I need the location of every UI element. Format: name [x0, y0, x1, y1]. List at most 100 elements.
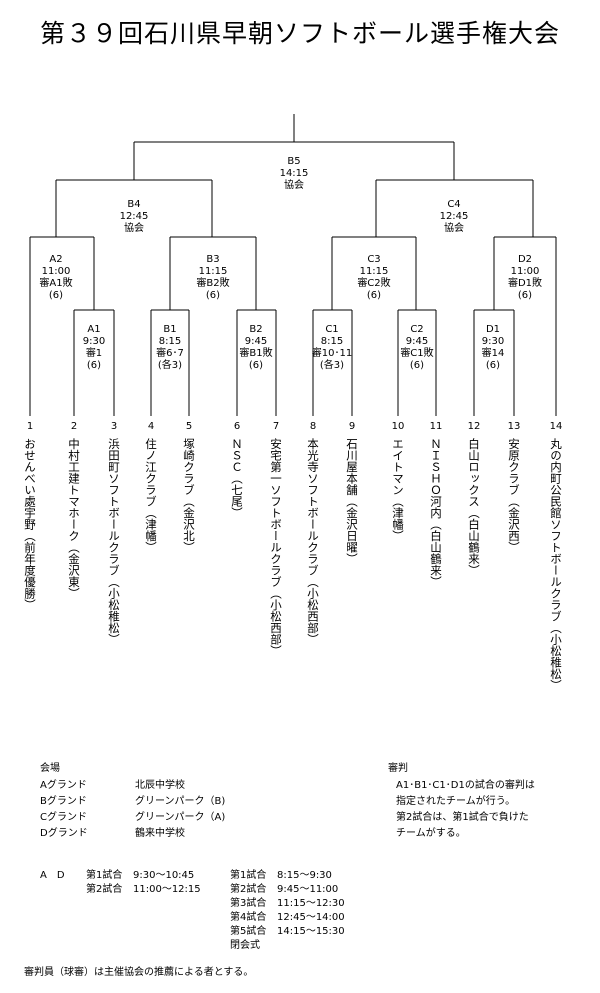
match-time: 8:15 — [158, 336, 182, 347]
match-referee: 協会 — [444, 223, 464, 234]
match-referee: 審14 — [481, 348, 505, 359]
team-number: 14 — [549, 421, 563, 432]
venue-ground: Bグランド — [40, 796, 87, 807]
team-number: 5 — [185, 421, 193, 432]
team-number: 9 — [348, 421, 356, 432]
match-count: (6) — [409, 360, 425, 371]
match-id: C3 — [367, 254, 381, 265]
team-name: 安宅第一ソフトボールクラブ（小松西部） — [269, 438, 283, 657]
schedule-bc-time: 8:15～9:30 — [277, 870, 332, 881]
match-label-a1: A1 9:30 審1 (6) — [59, 324, 129, 372]
match-time: 12:45 — [119, 211, 149, 222]
match-referee: 審6･7 — [156, 348, 184, 359]
match-time: 14:15 — [279, 168, 309, 179]
team-name: ＮＳＣ（七尾） — [230, 438, 244, 519]
match-label-c2: C2 9:45 審C1敗 (6) — [382, 324, 452, 372]
team-name: エイトマン（津幡） — [391, 438, 405, 542]
match-time: 8:15 — [320, 336, 344, 347]
match-time: 11:15 — [198, 266, 228, 277]
team-number: 7 — [272, 421, 280, 432]
match-referee: 審10･11 — [311, 348, 353, 359]
footer-note: 審判員（球審）は主催協会の推薦による者とする。 — [24, 967, 254, 978]
match-id: C4 — [447, 199, 461, 210]
match-time: 9:45 — [244, 336, 268, 347]
match-count: (6) — [517, 290, 533, 301]
referee-note: 第2試合は、第1試合で負けた — [396, 812, 529, 823]
schedule-bc-name: 第4試合 — [230, 912, 267, 923]
match-count: (6) — [205, 290, 221, 301]
match-label-b2: B2 9:45 審B1敗 (6) — [221, 324, 291, 372]
match-id: D1 — [485, 324, 501, 335]
schedule-bc-time: 11:15～12:30 — [277, 898, 345, 909]
team-number: 13 — [507, 421, 521, 432]
match-time: 11:00 — [41, 266, 71, 277]
match-time: 11:00 — [510, 266, 540, 277]
team-name: 浜田町ソフトボールクラブ（小松稚松） — [107, 438, 121, 645]
venue-place: 鶴来中学校 — [135, 828, 185, 839]
referee-note: チームがする。 — [396, 828, 466, 839]
match-id: B1 — [163, 324, 177, 335]
schedule-ad-name: 第2試合 — [86, 884, 123, 895]
team-number: 1 — [26, 421, 34, 432]
team-number: 12 — [467, 421, 481, 432]
match-id: D2 — [517, 254, 533, 265]
team-name: 安原クラブ（金沢西） — [507, 438, 521, 553]
match-label-a2: A2 11:00 審A1敗 (6) — [21, 254, 91, 302]
team-name: おせんべい處宇野（前年度優勝） — [23, 438, 37, 611]
team-number: 3 — [110, 421, 118, 432]
schedule-bc-time: 14:15～15:30 — [277, 926, 345, 937]
match-label-c4: C4 12:45 協会 — [419, 199, 489, 235]
team-name: 白山ロックス（白山鶴来） — [467, 438, 481, 576]
match-label-c1: C1 8:15 審10･11 (各3) — [297, 324, 367, 372]
match-label-b3: B3 11:15 審B2敗 (6) — [178, 254, 248, 302]
team-number: 2 — [70, 421, 78, 432]
team-name: 石川屋本舗（金沢日曜） — [345, 438, 359, 565]
referee-heading: 審判 — [388, 763, 408, 774]
match-label-b4: B4 12:45 協会 — [99, 199, 169, 235]
match-label-b5: B5 14:15 協会 — [259, 156, 329, 192]
venue-ground: Aグランド — [40, 780, 87, 791]
match-label-b1: B1 8:15 審6･7 (各3) — [135, 324, 205, 372]
team-name: 中村工建トマホーク（金沢東） — [67, 438, 81, 599]
team-number: 10 — [391, 421, 405, 432]
team-number: 8 — [309, 421, 317, 432]
match-referee: 協会 — [284, 180, 304, 191]
referee-note: A1･B1･C1･D1の試合の審判は — [396, 780, 535, 791]
match-referee: 審D1敗 — [507, 278, 543, 289]
match-id: B3 — [206, 254, 220, 265]
schedule-bc-name: 閉会式 — [230, 940, 260, 951]
match-referee: 審C2敗 — [357, 278, 391, 289]
match-time: 11:15 — [359, 266, 389, 277]
team-number: 6 — [233, 421, 241, 432]
schedule-ad-time: 11:00～12:15 — [133, 884, 201, 895]
match-referee: 審C1敗 — [400, 348, 434, 359]
match-id: C1 — [325, 324, 339, 335]
match-time: 9:30 — [481, 336, 505, 347]
match-referee: 審B1敗 — [239, 348, 273, 359]
match-id: C2 — [410, 324, 424, 335]
match-label-d2: D2 11:00 審D1敗 (6) — [490, 254, 560, 302]
team-name: 本光寺ソフトボールクラブ（小松西部） — [306, 438, 320, 645]
team-number: 11 — [429, 421, 443, 432]
match-referee: 協会 — [124, 223, 144, 234]
referee-note: 指定されたチームが行う。 — [396, 796, 516, 807]
schedule-ad-label: A D — [40, 870, 65, 881]
match-count: (6) — [248, 360, 264, 371]
match-time: 9:45 — [405, 336, 429, 347]
match-time: 9:30 — [82, 336, 106, 347]
match-id: A1 — [87, 324, 101, 335]
team-name: ＮＩＳＨＯ河内（白山鶴来） — [429, 438, 443, 588]
venue-place: グリーンパーク（B) — [135, 796, 226, 807]
match-referee: 審B2敗 — [196, 278, 230, 289]
match-referee: 審A1敗 — [39, 278, 73, 289]
team-name: 住ノ江クラブ（津幡） — [144, 438, 158, 553]
schedule-bc-time: 9:45～11:00 — [277, 884, 339, 895]
match-referee: 審1 — [85, 348, 103, 359]
team-name: 塚崎クラブ（金沢北） — [182, 438, 196, 553]
venue-ground: Cグランド — [40, 812, 87, 823]
match-count: (6) — [366, 290, 382, 301]
match-id: B4 — [127, 199, 141, 210]
match-label-c3: C3 11:15 審C2敗 (6) — [339, 254, 409, 302]
match-count: (各3) — [157, 360, 183, 371]
